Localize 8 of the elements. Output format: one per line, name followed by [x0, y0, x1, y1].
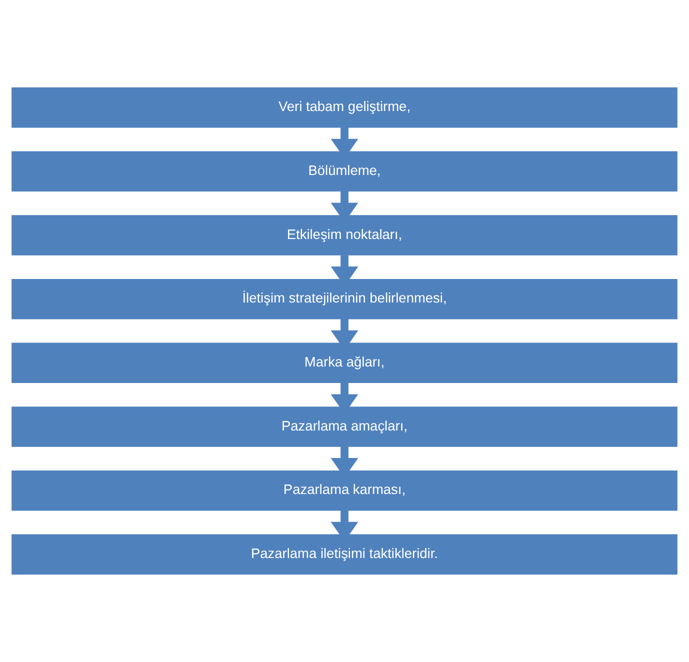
node-box: Veri tabam geliştirme, — [12, 87, 678, 128]
node-box: İletişim stratejilerinin belirlenmesi, — [12, 278, 678, 320]
node-box: Marka ağları, — [12, 342, 678, 384]
node-box: Pazarlama karması, — [12, 470, 678, 511]
node-box: Etkileşim noktaları, — [12, 215, 678, 256]
node-box: Pazarlama iletişimi taktikleridir. — [12, 534, 678, 575]
node-box: Pazarlama amaçları, — [12, 406, 678, 447]
node-box: Bölümleme, — [12, 151, 678, 192]
